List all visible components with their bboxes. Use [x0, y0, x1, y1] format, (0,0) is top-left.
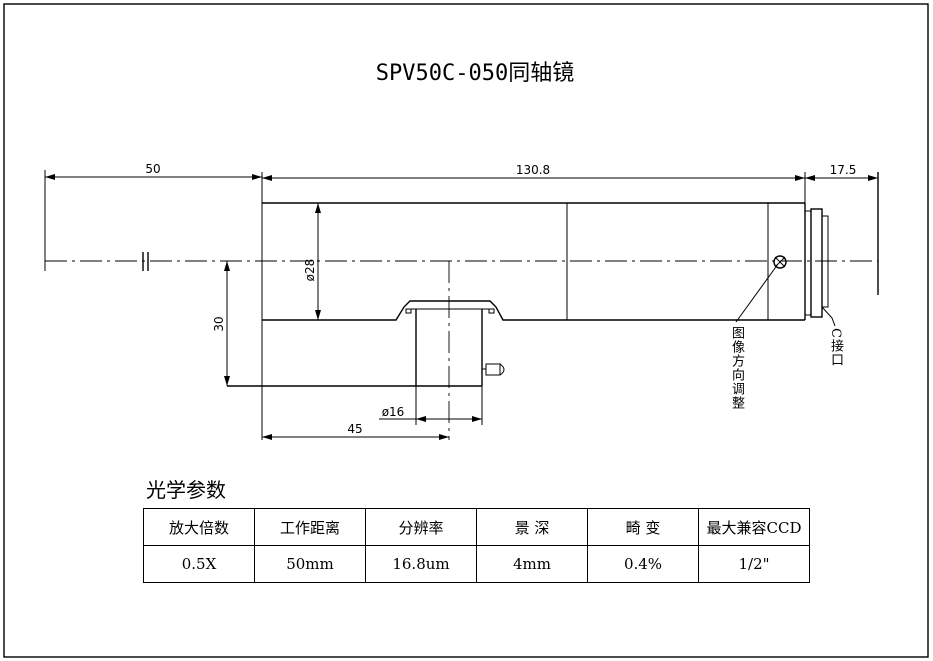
- header-cell: 景 深: [476, 508, 588, 546]
- dim-port-position: 45: [347, 422, 362, 436]
- drawing-title: SPV50C-050同轴镜: [376, 61, 574, 86]
- value-cell: 4mm: [476, 545, 588, 583]
- dim-mount-length: 17.5: [830, 163, 857, 177]
- table-header-row: 放大倍数 工作距离 分辨率 景 深 畸 变 最大兼容CCD: [143, 508, 810, 546]
- table-title: 光学参数: [146, 478, 226, 502]
- header-cell: 分辨率: [365, 508, 477, 546]
- value-cell: 0.5X: [143, 545, 255, 583]
- dim-port-diameter: ø16: [382, 405, 405, 419]
- c-mount: [804, 208, 829, 318]
- side-port: [227, 261, 505, 440]
- value-cell: 0.4%: [587, 545, 699, 583]
- lens-body: [262, 202, 806, 321]
- dim-body-diameter: ø28: [303, 259, 317, 282]
- break-symbol: [142, 252, 149, 271]
- value-cell: 50mm: [254, 545, 366, 583]
- table-row: 0.5X 50mm 16.8um 4mm 0.4% 1/2": [143, 545, 810, 583]
- dim-body-length: 130.8: [516, 163, 550, 177]
- optical-params-table: 放大倍数 工作距离 分辨率 景 深 畸 变 最大兼容CCD 0.5X 50mm …: [143, 508, 810, 583]
- value-cell: 1/2": [698, 545, 810, 583]
- dim-side-offset: 30: [212, 316, 226, 331]
- header-cell: 畸 变: [587, 508, 699, 546]
- header-cell: 工作距离: [254, 508, 366, 546]
- header-cell: 最大兼容CCD: [698, 508, 810, 546]
- value-cell: 16.8um: [365, 545, 477, 583]
- header-cell: 放大倍数: [143, 508, 255, 546]
- callout-image-direction: 图像方向调整: [729, 326, 744, 410]
- callout-c-mount: C接口: [828, 328, 843, 367]
- dim-working-distance: 50: [145, 162, 160, 176]
- sheet-border: [3, 3, 929, 658]
